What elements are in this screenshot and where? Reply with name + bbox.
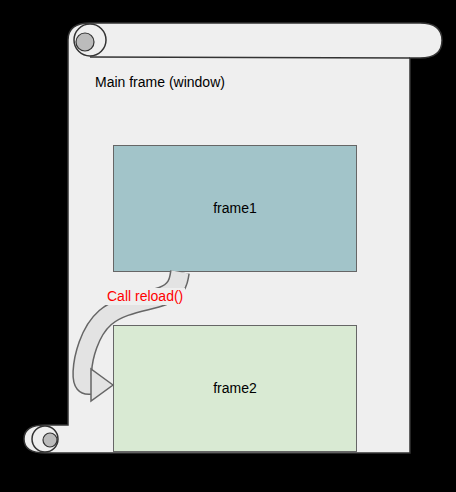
frame-box: frame1 xyxy=(113,145,357,272)
arrow-head xyxy=(91,369,113,401)
frame-label: frame2 xyxy=(213,380,257,397)
frame-box: frame2 xyxy=(113,325,357,452)
scroll-curl-inner xyxy=(43,433,57,447)
scroll-curl xyxy=(32,426,58,452)
scroll-edge xyxy=(90,57,410,58)
scroll-curl xyxy=(74,24,106,56)
edge-label: Call reload() xyxy=(105,288,185,305)
scroll-body xyxy=(24,23,442,453)
frame-title: Main frame (window) xyxy=(95,74,225,91)
scroll-curl-inner xyxy=(76,33,94,51)
frame-label: frame1 xyxy=(213,200,257,217)
